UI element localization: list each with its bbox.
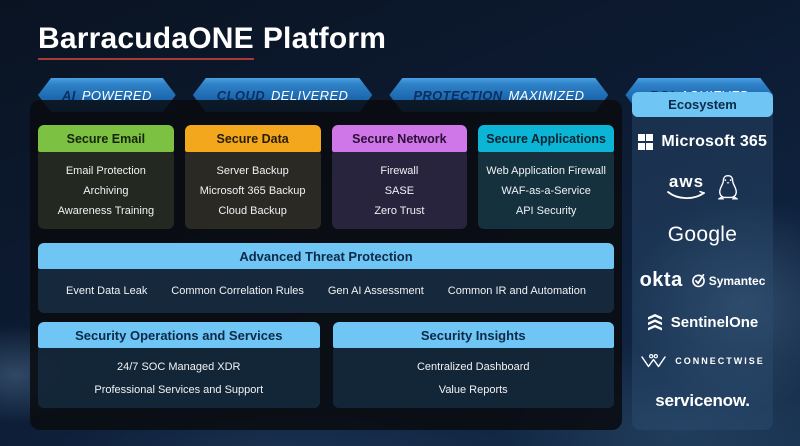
column-body: Firewall SASE Zero Trust [331, 152, 468, 229]
partner-label: CONNECTWISE [675, 356, 765, 366]
brand-name: BarracudaONE [38, 22, 254, 60]
column-item: Cloud Backup [218, 204, 287, 217]
section-item: Professional Services and Support [94, 383, 264, 396]
section-body: 24/7 SOC Managed XDR Professional Servic… [38, 348, 320, 408]
column-item: Zero Trust [374, 204, 425, 217]
banner-rest-text: POWERED [81, 87, 152, 103]
column-body: Email Protection Archiving Awareness Tra… [38, 152, 174, 229]
column-header: Secure Email [38, 125, 174, 152]
partner-label: Microsoft 365 [661, 133, 768, 150]
column-header: Secure Applications [478, 125, 614, 152]
aws-smile-arrow-icon [666, 190, 705, 200]
servicenow-logo: servicenow. [655, 391, 750, 410]
column-item: Firewall [380, 164, 419, 177]
advanced-threat-protection-section: Advanced Threat Protection Event Data Le… [38, 243, 614, 313]
column-body: Server Backup Microsoft 365 Backup Cloud… [184, 152, 321, 229]
column-item: Awareness Training [57, 204, 155, 217]
page-title: BarracudaONE Platform [38, 22, 386, 60]
google-logo: Google [667, 223, 738, 246]
column-secure-network: Secure Network Firewall SASE Zero Trust [331, 125, 468, 229]
product-columns: Secure Email Email Protection Archiving … [38, 125, 614, 229]
column-item: Email Protection [65, 164, 146, 177]
column-item: Server Backup [216, 164, 289, 177]
security-operations-section: Security Operations and Services 24/7 SO… [38, 322, 320, 408]
partner-aws-linux: aws [666, 173, 740, 201]
atp-item: Common IR and Automation [447, 285, 586, 297]
microsoft-logo-icon [637, 134, 654, 150]
column-secure-applications: Secure Applications Web Application Fire… [478, 125, 614, 229]
ecosystem-header: Ecosystem [632, 92, 773, 117]
column-secure-data: Secure Data Server Backup Microsoft 365 … [184, 125, 321, 229]
banner-strong-text: AI [62, 87, 76, 103]
atp-item: Common Correlation Rules [171, 285, 304, 297]
ecosystem-partner-list: Microsoft 365 aws Google [632, 117, 773, 430]
partner-okta-symantec: okta Symantec [640, 269, 766, 292]
column-body: Web Application Firewall WAF-as-a-Servic… [478, 152, 614, 229]
column-item: Microsoft 365 Backup [199, 184, 306, 197]
atp-item: Gen AI Assessment [327, 285, 424, 297]
bottom-sections: Security Operations and Services 24/7 SO… [38, 322, 614, 408]
partner-servicenow: servicenow. [655, 391, 750, 411]
ecosystem-sidebar: Ecosystem Microsoft 365 aws [632, 92, 773, 430]
section-body: Event Data Leak Common Correlation Rules… [38, 269, 614, 313]
banner-strong-text: PROTECTION [413, 87, 503, 103]
symantec-logo-icon [691, 274, 705, 288]
title-suffix: Platform [262, 22, 387, 55]
section-item: 24/7 SOC Managed XDR [116, 360, 241, 373]
column-item: Archiving [83, 184, 129, 197]
section-header: Security Insights [332, 322, 614, 348]
section-header: Advanced Threat Protection [38, 243, 614, 269]
partner-label: SentinelOne [670, 314, 759, 331]
okta-logo: okta [639, 269, 683, 291]
section-item: Value Reports [438, 383, 508, 396]
sentinelone-logo-icon [647, 314, 662, 331]
linux-tux-icon [717, 174, 738, 200]
column-item: API Security [515, 204, 577, 217]
column-secure-email: Secure Email Email Protection Archiving … [38, 125, 174, 229]
partner-label: aws [668, 172, 705, 191]
column-item: SASE [384, 184, 415, 197]
connectwise-logo-icon [641, 354, 666, 368]
partner-connectwise: CONNECTWISE [640, 353, 765, 369]
column-item: WAF-as-a-Service [501, 184, 591, 197]
column-item: Web Application Firewall [486, 164, 606, 177]
security-insights-section: Security Insights Centralized Dashboard … [332, 322, 614, 408]
section-header: Security Operations and Services [38, 322, 320, 348]
partner-google: Google [668, 223, 738, 247]
column-header: Secure Data [184, 125, 321, 152]
partner-microsoft-365: Microsoft 365 [637, 133, 768, 151]
banner-rest-text: MAXIMIZED [508, 87, 585, 103]
column-header: Secure Network [331, 125, 468, 152]
partner-symantec: Symantec [691, 273, 766, 288]
section-body: Centralized Dashboard Value Reports [332, 348, 614, 408]
atp-item: Event Data Leak [66, 285, 148, 297]
banner-rest-text: DELIVERED [271, 87, 349, 103]
banner-strong-text: CLOUD [216, 87, 266, 103]
section-item: Centralized Dashboard [416, 360, 530, 373]
partner-sentinelone: SentinelOne [647, 314, 759, 331]
aws-logo-icon: aws [666, 173, 708, 201]
partner-label: Symantec [708, 273, 766, 288]
